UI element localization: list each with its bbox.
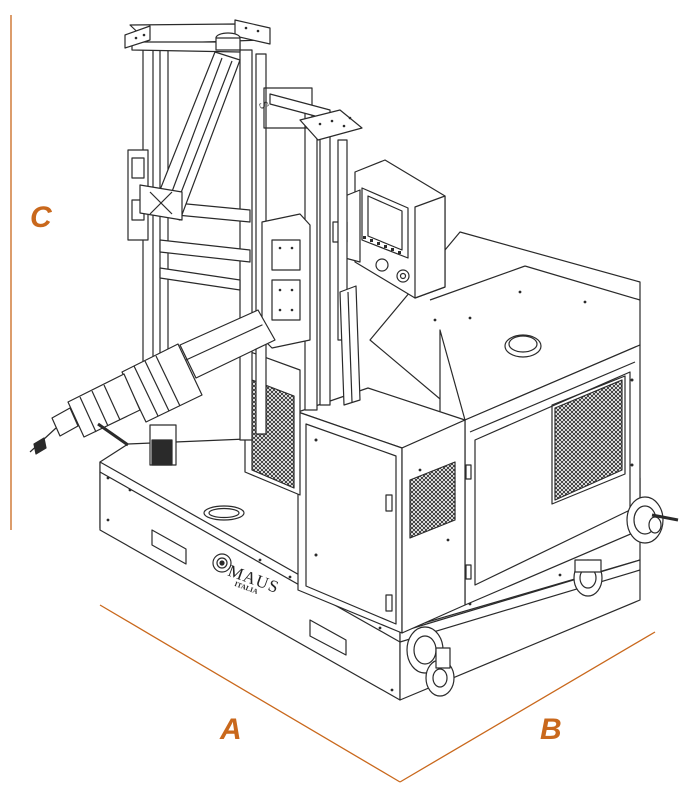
vent-grille-main [554, 379, 623, 501]
wheel-right-rear [573, 559, 603, 597]
wheel-front [406, 626, 455, 697]
dimension-label-c: C [30, 201, 52, 234]
wheel-right-front [626, 496, 679, 544]
small-cabinet [297, 387, 466, 634]
top-bracket-left [124, 19, 363, 141]
control-knob-1 [375, 258, 389, 272]
dimension-line-a [99, 604, 401, 783]
spindle-housing [179, 309, 276, 379]
dimension-label-a: A [220, 713, 242, 746]
control-panel [332, 159, 446, 299]
tool-head [29, 309, 276, 466]
dimension-lines [10, 15, 656, 783]
spindle-nose [67, 373, 141, 438]
handle-slot-left [151, 529, 187, 565]
vent-grille-small [409, 461, 456, 539]
dimension-line-b [399, 631, 656, 783]
base-right-face [399, 559, 641, 701]
dimension-label-b: B [540, 713, 562, 746]
handle-slot-right [309, 619, 347, 656]
